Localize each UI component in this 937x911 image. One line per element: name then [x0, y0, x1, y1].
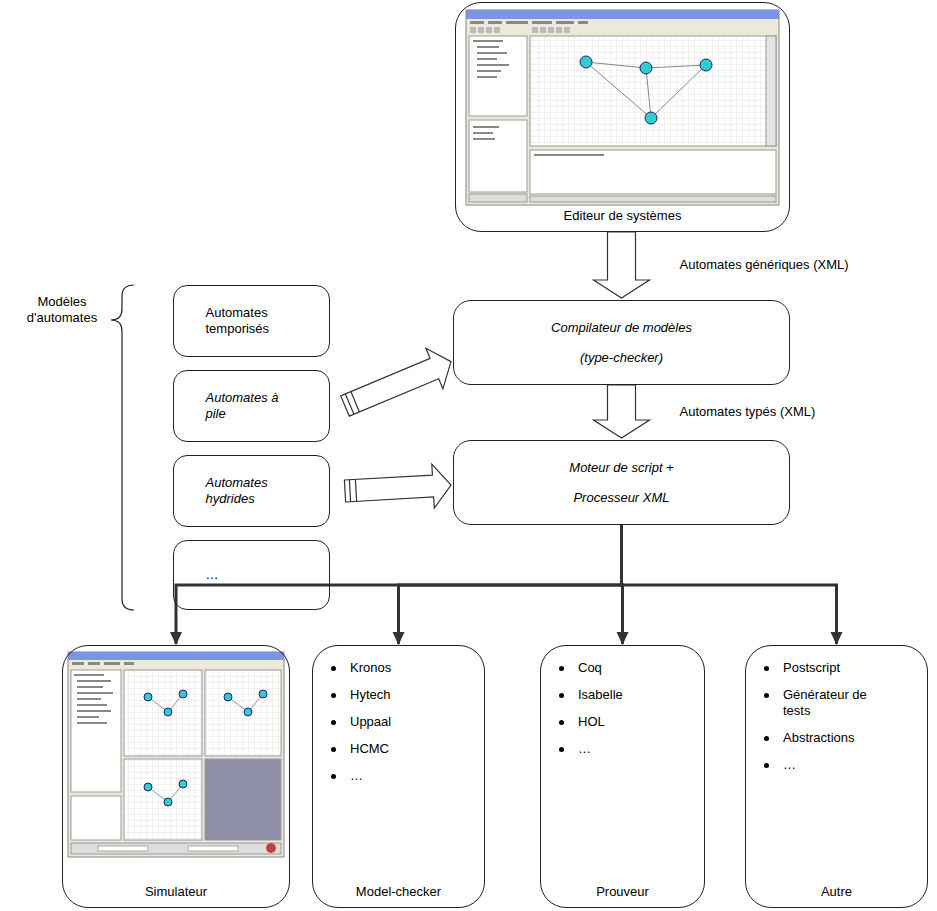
node-text: Compilateur de modèles [551, 320, 692, 336]
list-item: Kronos [331, 660, 476, 676]
item-text: Générateur de tests [783, 687, 883, 719]
bullet [331, 720, 336, 725]
list-item: Uppaal [331, 714, 476, 730]
item-list: KronosHytechUppaalHCMC … [313, 646, 484, 784]
list-item: Générateur de tests [764, 687, 919, 719]
list-item: Coq [559, 660, 696, 676]
compiler-box: Compilateur de modèles (type-checker) [453, 300, 790, 385]
bullet [331, 693, 336, 698]
simulator-screenshot [68, 652, 284, 857]
connector [399, 525, 622, 644]
node-caption: Model-checker [313, 884, 484, 900]
tool-box: CoqIsabelleHOL … Prouveur [540, 645, 705, 908]
node-text: Automates à pile [206, 390, 298, 422]
bullet [331, 666, 336, 671]
bus-line [176, 525, 622, 644]
list-item: Isabelle [559, 687, 696, 703]
arrow-tail-stripe [351, 392, 360, 412]
arrow-tail-stripe [349, 480, 350, 502]
engine-box: Moteur de script + Processeur XML [453, 440, 790, 525]
node-text: Automates hydrides [206, 475, 298, 507]
tool-box: PostscriptGénérateur de testsAbstraction… [745, 645, 928, 908]
node-caption: Autre [746, 884, 927, 900]
item-list: CoqIsabelleHOL … [541, 646, 704, 757]
bullet [559, 747, 564, 752]
item-text: Kronos [350, 660, 391, 676]
node-text: Automates temporisés [206, 305, 298, 337]
item-text: … [578, 741, 591, 757]
list-item: … [764, 757, 919, 773]
list-item: … [331, 768, 476, 784]
connector [344, 464, 451, 508]
bus-line [622, 525, 837, 644]
bullet [764, 693, 769, 698]
connector [176, 525, 622, 644]
model-box: Automates temporisés [173, 285, 330, 357]
bullet [764, 736, 769, 741]
node-text: Moteur de script + [569, 460, 673, 476]
bullet [559, 720, 564, 725]
item-list: PostscriptGénérateur de testsAbstraction… [746, 646, 927, 773]
item-text: Hytech [350, 687, 390, 703]
item-text: Postscript [783, 660, 840, 676]
hollow-arrow [594, 385, 650, 438]
item-text: HCMC [350, 741, 389, 757]
list-item: Postscript [764, 660, 919, 676]
bus-line [399, 525, 622, 644]
model-box: Automates à pile [173, 370, 330, 442]
bullet [764, 763, 769, 768]
node-text: (type-checker) [580, 350, 663, 366]
brace [111, 285, 134, 610]
node-text: … [206, 567, 298, 583]
item-text: Abstractions [783, 730, 855, 746]
list-item: HCMC [331, 741, 476, 757]
hollow-arrow [594, 232, 650, 298]
node-caption: Prouveur [541, 884, 704, 900]
list-item: Hytech [331, 687, 476, 703]
edge-label: Automates génériques (XML) [678, 257, 851, 273]
hollow-arrow [344, 464, 451, 508]
list-item: … [559, 741, 696, 757]
arrow-tail-stripe [355, 479, 356, 501]
bullet [764, 666, 769, 671]
connector [594, 385, 650, 438]
editor-screenshot [466, 10, 779, 205]
item-text: HOL [578, 714, 605, 730]
bullet [559, 666, 564, 671]
hollow-arrow [341, 348, 451, 416]
list-item: Abstractions [764, 730, 919, 746]
item-text: Uppaal [350, 714, 391, 730]
tool-box: Simulateur [62, 645, 290, 908]
item-text: Isabelle [578, 687, 623, 703]
item-text: … [350, 768, 363, 784]
connector [341, 348, 451, 416]
group-label: Modèles d'automates [16, 294, 108, 326]
model-box: … [173, 540, 330, 610]
bullet [331, 774, 336, 779]
editor-box: Editeur de systèmes [455, 2, 790, 232]
node-caption: Editeur de systèmes [456, 208, 789, 224]
item-text: Coq [578, 660, 602, 676]
connector [622, 525, 837, 644]
tool-box: KronosHytechUppaalHCMC … Model-checker [312, 645, 485, 908]
edge-label: Automates typés (XML) [678, 404, 818, 420]
connector [594, 232, 650, 298]
model-box: Automates hydrides [173, 455, 330, 527]
node-text: Processeur XML [573, 490, 669, 506]
item-text: … [783, 757, 796, 773]
bullet [331, 747, 336, 752]
bullet [559, 693, 564, 698]
list-item: HOL [559, 714, 696, 730]
node-caption: Simulateur [63, 884, 289, 900]
